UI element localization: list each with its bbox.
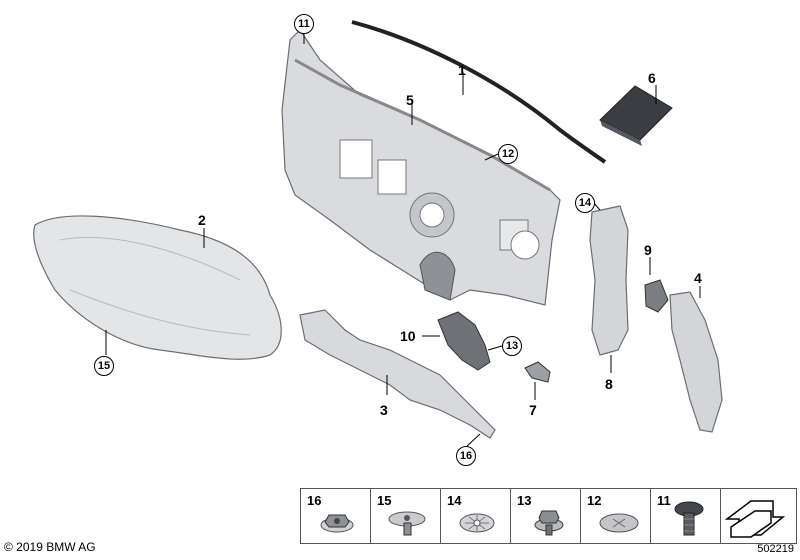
legend-number-13: 13 bbox=[517, 493, 532, 508]
legend-cell-13: 13 bbox=[511, 489, 581, 543]
legend-cell-arrow bbox=[721, 489, 796, 543]
callout-10: 10 bbox=[400, 328, 416, 344]
callout-8: 8 bbox=[605, 376, 613, 392]
part-2-heat-shield bbox=[33, 215, 282, 360]
callout-12-main: 12 bbox=[498, 144, 518, 164]
copyright-text: © 2019 BMW AG bbox=[4, 540, 96, 554]
legend-cell-12: 12 bbox=[581, 489, 651, 543]
callout-7: 7 bbox=[529, 402, 537, 418]
part-3-tunnel-insulation bbox=[299, 309, 496, 439]
nut-icon bbox=[320, 514, 354, 533]
legend-number-16: 16 bbox=[307, 493, 322, 508]
part-4-a-pillar-insulation bbox=[669, 291, 723, 433]
callout-6: 6 bbox=[648, 70, 656, 86]
legend-number-14: 14 bbox=[447, 493, 462, 508]
legend-number-11: 11 bbox=[657, 493, 671, 508]
part-9-clip bbox=[644, 279, 669, 313]
part-8-side-insulation bbox=[589, 205, 629, 356]
callout-3: 3 bbox=[380, 402, 388, 418]
part-6-insulation-pad bbox=[599, 85, 673, 141]
callout-11-top: 11 bbox=[294, 14, 314, 34]
callout-14-main: 14 bbox=[575, 193, 595, 213]
legend-number-15: 15 bbox=[377, 493, 392, 508]
leader-lines bbox=[105, 34, 701, 447]
legend-number-12: 12 bbox=[587, 493, 602, 508]
callout-13-main: 13 bbox=[502, 336, 522, 356]
part-1-seal-strip bbox=[351, 20, 607, 164]
callout-5: 5 bbox=[406, 92, 414, 108]
callout-15-main: 15 bbox=[94, 356, 114, 376]
speed-nut-icon bbox=[459, 513, 495, 533]
fastener-legend: 16 15 14 13 12 bbox=[300, 488, 797, 544]
legend-cell-14: 14 bbox=[441, 489, 511, 543]
callout-4: 4 bbox=[694, 270, 702, 286]
legend-cell-11: 11 bbox=[651, 489, 721, 543]
legend-cell-15: 15 bbox=[371, 489, 441, 543]
push-rivet-icon bbox=[674, 501, 704, 536]
direction-arrow-icon bbox=[724, 500, 786, 538]
legend-cell-16: 16 bbox=[301, 489, 371, 543]
diagram-id: 502219 bbox=[757, 543, 794, 555]
part-7-clip bbox=[524, 361, 551, 383]
expanding-rivet-icon bbox=[388, 511, 426, 536]
part-10-insulation bbox=[437, 311, 491, 371]
clip-icon bbox=[599, 513, 639, 533]
callout-1: 1 bbox=[458, 62, 466, 78]
hex-bolt-washer-icon bbox=[534, 510, 564, 536]
callout-2: 2 bbox=[198, 212, 206, 228]
callout-9: 9 bbox=[644, 242, 652, 258]
callout-16-main: 16 bbox=[456, 446, 476, 466]
